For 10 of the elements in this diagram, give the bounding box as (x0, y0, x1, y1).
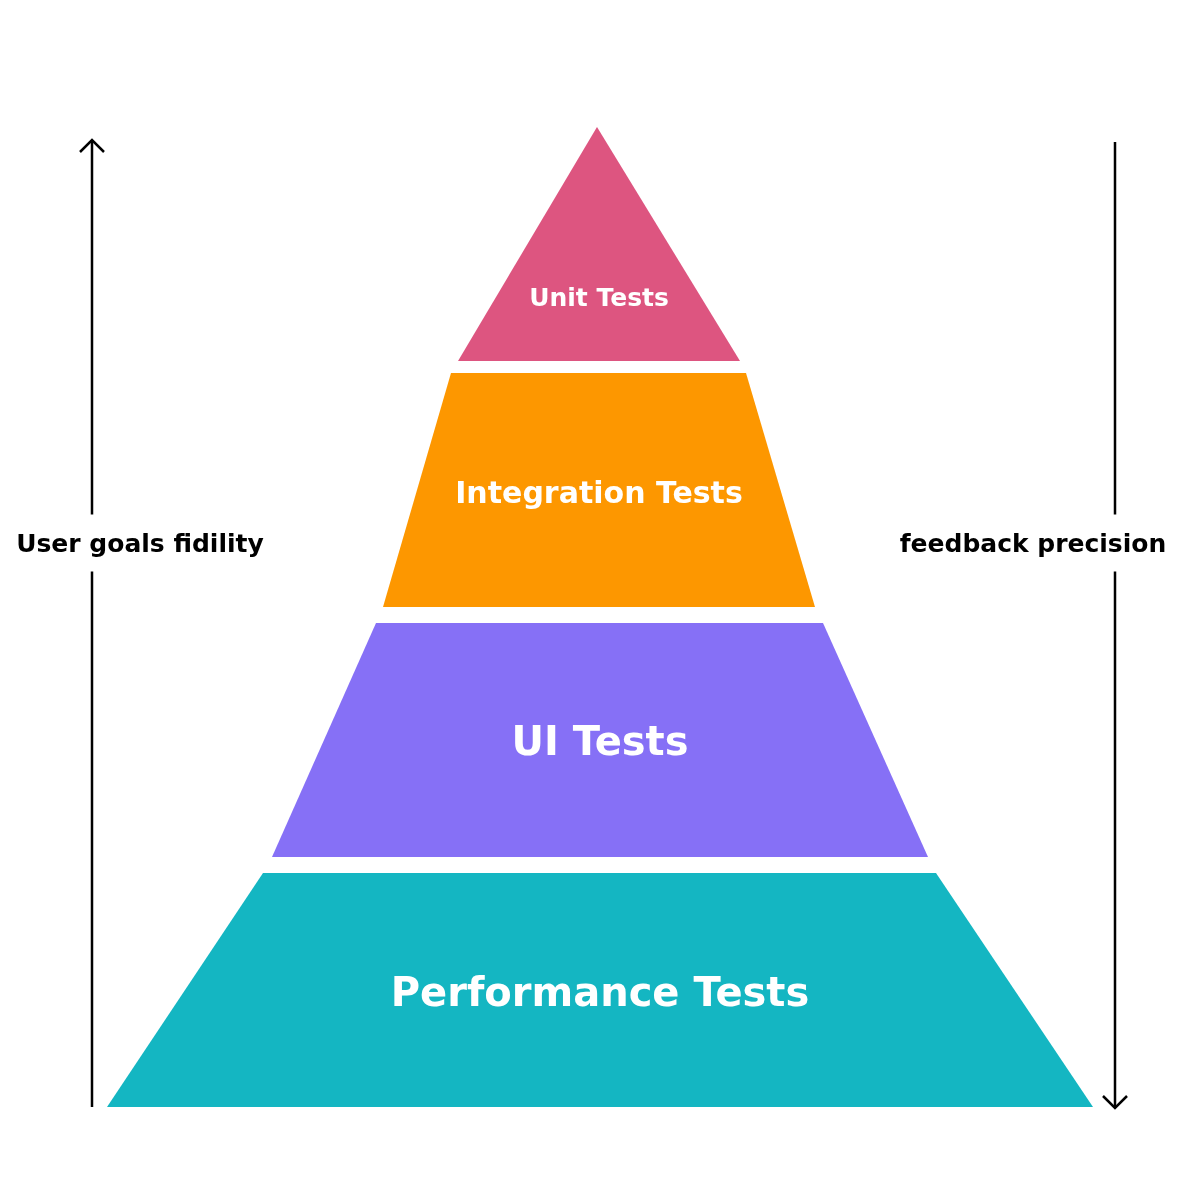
axis-label: User goals fidility (16, 514, 264, 572)
pyramid-tier (272, 623, 928, 857)
pyramid-tier (383, 373, 815, 607)
axis-label: feedback precision (899, 514, 1167, 572)
pyramid-tier (458, 127, 740, 361)
pyramid-tier (107, 873, 1093, 1107)
tier-label: Unit Tests (528, 282, 670, 312)
tier-label: UI Tests (510, 718, 690, 764)
tier-label: Performance Tests (389, 969, 811, 1015)
tier-label: Integration Tests (454, 474, 744, 510)
